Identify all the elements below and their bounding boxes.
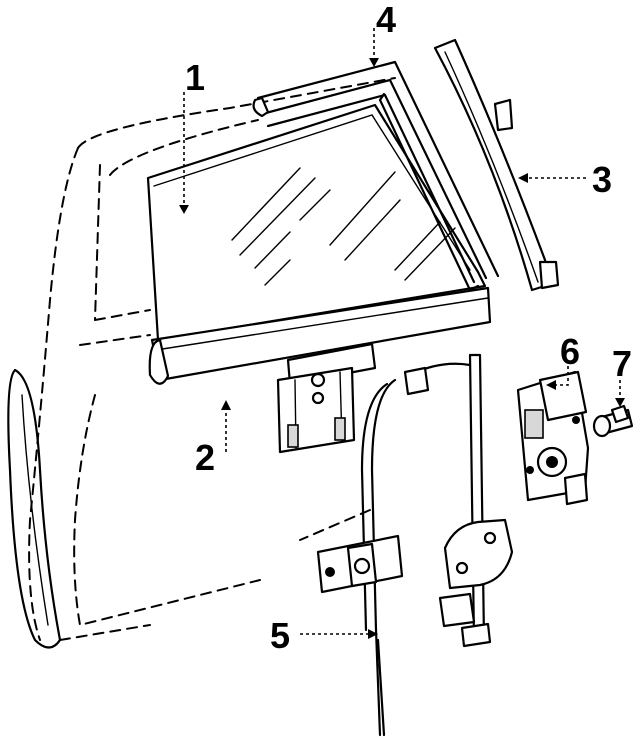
door-glass <box>146 103 487 342</box>
callout-2: 2 <box>195 437 215 478</box>
glass-mounting-bracket <box>276 342 377 454</box>
callout-4: 4 <box>376 0 396 40</box>
callout-6: 6 <box>560 331 580 372</box>
glass-bottom-channel <box>148 286 492 385</box>
callout-1: 1 <box>185 57 205 98</box>
window-regulator <box>316 353 514 737</box>
door-latch <box>516 370 590 506</box>
rear-glass-run-channel <box>433 38 560 292</box>
leader-lines <box>179 28 625 639</box>
door-outline <box>28 77 396 641</box>
callout-7: 7 <box>612 343 632 384</box>
callout-5: 5 <box>270 615 290 656</box>
callout-3: 3 <box>592 159 612 200</box>
mounting-screw <box>592 404 634 438</box>
door-front-edge <box>7 368 62 649</box>
